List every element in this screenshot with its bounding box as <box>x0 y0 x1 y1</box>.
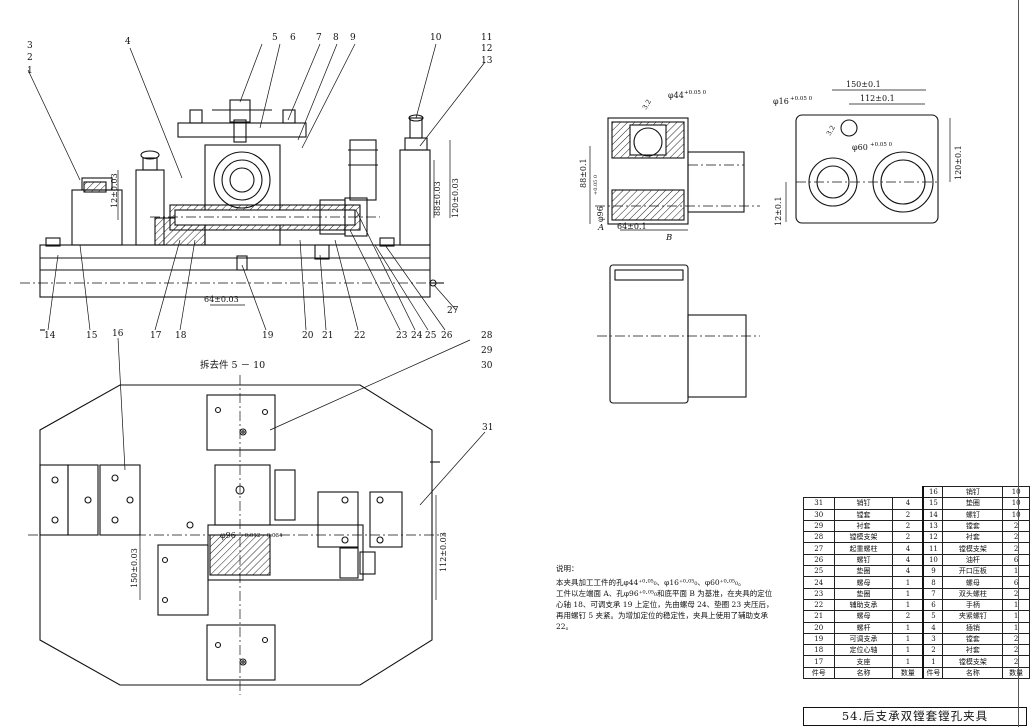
balloon-9: 9 <box>350 33 356 43</box>
part-dim-64: 64±0.1 <box>617 222 647 231</box>
balloon-20: 20 <box>302 331 314 341</box>
notes-heading: 说明： <box>556 564 579 573</box>
part-dim-phi96-tol: +0.05 0 <box>593 175 599 195</box>
balloon-25: 25 <box>425 331 437 341</box>
balloon-14: 14 <box>44 331 56 341</box>
balloon-15: 15 <box>86 331 98 341</box>
part-dim-150: 150±0.1 <box>846 80 881 89</box>
balloon-3: 3 <box>27 41 33 51</box>
part-dim-12: 12±0.1 <box>774 196 783 226</box>
clamp-bar <box>177 122 307 138</box>
balloon-12: 12 <box>481 44 492 54</box>
balloon-21: 21 <box>322 331 333 341</box>
part-dim-120: 120±0.1 <box>954 145 963 180</box>
dim-12: 12±0.03 <box>110 173 119 208</box>
bom-row: 16 销钉 10 <box>804 485 1030 499</box>
part-section-view <box>589 117 760 231</box>
dim-88: 88±0.03 <box>433 181 442 216</box>
part-dim-phi44: φ44 <box>668 91 684 100</box>
balloon-16: 16 <box>112 329 124 339</box>
balloon-26: 26 <box>441 331 453 341</box>
balloon-10: 10 <box>430 33 442 43</box>
balloon-6: 6 <box>290 33 296 43</box>
part-side-view <box>597 264 760 404</box>
part-dim-phi60: φ60 <box>852 143 868 152</box>
dim-phi96: φ96 <box>220 531 236 540</box>
part-dim-88: 88±0.1 <box>579 158 588 188</box>
dim-120: 120±0.03 <box>451 178 460 218</box>
balloon-28: 28 <box>481 331 493 341</box>
center-housing <box>204 144 281 246</box>
balloon-1: 1 <box>27 66 33 76</box>
balloon-22: 22 <box>354 331 365 341</box>
notes-para-1: 本夹具加工工件的孔φ44⁺⁰·⁰⁵₀、φ16⁺⁰·⁰⁵₀、φ60⁺⁰·⁰⁵₀。 <box>556 578 746 587</box>
balloon-8: 8 <box>333 33 339 43</box>
balloon-2: 2 <box>27 53 33 63</box>
balloon-17: 17 <box>150 331 162 341</box>
bom-header-row: 件号名称数量件号名称数量 <box>803 666 1030 680</box>
dim-150: 150±0.03 <box>130 548 139 588</box>
balloon-31: 31 <box>482 423 493 433</box>
part-dim-phi60-tol: +0.05 0 <box>870 142 893 148</box>
balloon-27: 27 <box>447 306 459 316</box>
part-dim-112: 112±0.1 <box>860 94 895 103</box>
balloon-11: 11 <box>481 33 492 43</box>
balloon-30: 30 <box>481 361 493 371</box>
balloon-23: 23 <box>396 331 408 341</box>
balloon-13: 13 <box>481 56 493 66</box>
balloon-7: 7 <box>316 33 322 43</box>
datum-b: B <box>665 233 672 243</box>
notes-block: 说明： 本夹具加工工件的孔φ44⁺⁰·⁰⁵₀、φ16⁺⁰·⁰⁵₀、φ60⁺⁰·⁰… <box>556 563 778 632</box>
part-plan-view <box>785 89 951 224</box>
sheet-edge <box>1018 0 1030 727</box>
balloon-5: 5 <box>272 33 278 43</box>
balloon-19: 19 <box>262 331 274 341</box>
drawing-title: 54.后支承双镗套镗孔夹具 <box>803 707 1027 726</box>
removed-parts-caption: 拆去件 5 － 10 <box>200 359 265 371</box>
right-bracket <box>399 149 431 246</box>
dim-112: 112±0.03 <box>439 532 448 572</box>
base-plate <box>39 244 431 298</box>
part-dim-phi16: φ16 <box>773 97 789 106</box>
balloon-18: 18 <box>175 331 187 341</box>
part-roughness-1: 3.2 <box>641 98 653 111</box>
dim-phi96-tol: −0.012 −0.034 <box>240 533 283 539</box>
part-dim-phi44-tol: +0.05 0 <box>684 90 707 96</box>
balloon-24: 24 <box>411 331 423 341</box>
part-dim-phi96: φ96 <box>596 206 605 222</box>
dim-64: 64±0.03 <box>204 295 239 304</box>
notes-para-2: 工件以左端面 A、孔φ96⁺⁰·⁰⁵₀和底平面 B 为基准，在夹具的定位心轴 1… <box>556 589 774 631</box>
part-roughness-2: 3.2 <box>825 124 837 137</box>
front-view <box>20 43 486 331</box>
balloon-29: 29 <box>481 346 493 356</box>
top-view <box>28 337 486 695</box>
balloon-4: 4 <box>125 37 131 47</box>
datum-a: A <box>597 223 604 233</box>
part-dim-phi16-tol: +0.05 0 <box>790 96 813 102</box>
